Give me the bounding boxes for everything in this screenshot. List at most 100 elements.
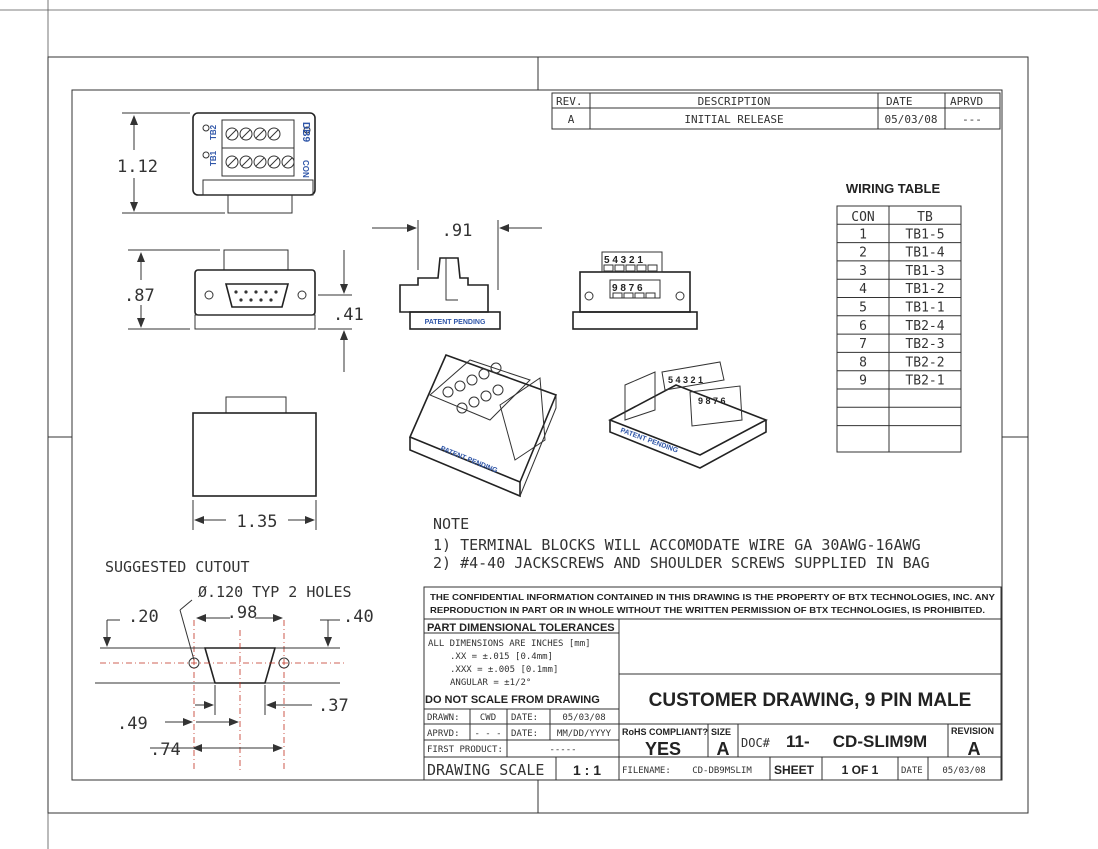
side-view: PATENT PENDING .91 — [372, 220, 542, 330]
size-label: SIZE — [711, 727, 731, 737]
side-width-dim: .91 — [442, 221, 473, 241]
revision-label: REVISION — [951, 726, 994, 736]
front-height-dim: .87 — [124, 286, 155, 306]
tolerance-line-3: .XXX = ±.005 [0.1mm] — [450, 665, 558, 675]
terminal-cell — [634, 292, 645, 299]
terminal-screw — [253, 155, 267, 169]
wiring-con-cell: 3 — [859, 264, 867, 279]
scale-label: DRAWING SCALE — [427, 761, 544, 779]
db9-label: DB9 — [300, 122, 311, 142]
note-1: 1) TERMINAL BLOCKS WILL ACCOMODATE WIRE … — [433, 536, 921, 554]
wiring-tb-cell: TB1-2 — [905, 282, 944, 297]
terminal-screw — [454, 380, 466, 392]
title-block: THE CONFIDENTIAL INFORMATION CONTAINED I… — [423, 586, 1002, 781]
tb1-label: TB1 — [209, 150, 218, 166]
iso-left-patent-label: PATENT PENDING — [439, 445, 499, 474]
terminal-screw — [239, 155, 253, 169]
rohs-label: RoHS COMPLIANT? — [622, 727, 708, 737]
db9-pin — [264, 290, 268, 294]
wiring-tb-cell: TB2-2 — [905, 355, 944, 370]
description-value: INITIAL RELEASE — [684, 113, 783, 126]
db9-pin — [244, 290, 248, 294]
terminal-screw — [478, 368, 490, 380]
filename-value: CD-DB9MSLIM — [692, 766, 752, 776]
confidential-line-1: THE CONFIDENTIAL INFORMATION CONTAINED I… — [430, 592, 995, 602]
aprvd-value: - - - — [474, 729, 501, 739]
terminal-screw — [466, 374, 478, 386]
db9-pin — [259, 298, 263, 302]
sheet-value: 1 OF 1 — [842, 763, 879, 777]
cutout-title: SUGGESTED CUTOUT — [105, 558, 250, 576]
scale-value: 1 : 1 — [573, 762, 601, 778]
iso-tb2-pins: 5 4 3 2 1 — [668, 375, 703, 385]
wiring-header-tb: TB — [917, 210, 933, 225]
aprvd-label: APRVD: — [427, 729, 460, 739]
iso-view-right: 5 4 3 2 1 9 8 7 6 PATENT PENDING — [608, 361, 768, 469]
confidential-line-2: REPRODUCTION IN PART OR IN WHOLE WITHOUT… — [430, 605, 985, 615]
terminal-screw — [468, 396, 480, 408]
rev-header: REV. — [556, 95, 583, 108]
terminal-cell — [636, 264, 647, 272]
terminal-screw — [267, 127, 281, 141]
terminal-screw — [253, 127, 267, 141]
terminal-screw — [225, 127, 239, 141]
wiring-tb-cell: TB2-1 — [905, 374, 944, 389]
iso-view-left: PATENT PENDING — [408, 353, 558, 498]
rev-value: A — [568, 113, 575, 126]
aprvd-date-label: DATE: — [511, 729, 538, 739]
wiring-con-cell: 1 — [859, 227, 867, 242]
terminal-cell — [603, 264, 614, 272]
wiring-con-cell: 2 — [859, 246, 867, 261]
wiring-tb-cell: TB1-3 — [905, 264, 944, 279]
terminal-cell — [623, 292, 634, 299]
cutout-dim-98: .98 — [227, 603, 258, 623]
terminal-screw — [480, 390, 492, 402]
description-header: DESCRIPTION — [698, 95, 771, 108]
db9-pin — [234, 290, 238, 294]
terminal-screw — [281, 155, 295, 169]
wiring-tb-cell: TB1-5 — [905, 227, 944, 242]
doc-label: DOC# — [741, 736, 771, 750]
wiring-table-title: WIRING TABLE — [846, 181, 941, 196]
top-height-dim: 1.12 — [117, 157, 158, 177]
wiring-con-cell: 7 — [859, 337, 867, 352]
revision-value: A — [968, 739, 981, 759]
notes: NOTE 1) TERMINAL BLOCKS WILL ACCOMODATE … — [433, 515, 930, 572]
first-product-label: FIRST PRODUCT: — [427, 745, 503, 755]
con-label: CON — [301, 160, 310, 178]
db9-pin — [274, 290, 278, 294]
terminal-screw — [267, 155, 281, 169]
drawn-date-value: 05/03/08 — [562, 713, 605, 723]
approved-value: --- — [962, 113, 982, 126]
cutout-dim-37: .37 — [318, 696, 349, 716]
doc-number: CD-SLIM9M — [833, 732, 927, 751]
db9-pin — [269, 298, 273, 302]
rohs-value: YES — [645, 739, 681, 759]
sheet-label: SHEET — [774, 763, 815, 777]
size-value: A — [717, 739, 730, 759]
filename-label: FILENAME: — [622, 766, 671, 776]
tb2-label: TB2 — [209, 124, 218, 140]
approved-header: APRVD — [950, 95, 983, 108]
wiring-con-cell: 8 — [859, 355, 867, 370]
revision-block: REV. DESCRIPTION DATE APRVD A INITIAL RE… — [551, 92, 1001, 130]
tolerance-line-1: ALL DIMENSIONS ARE INCHES [mm] — [428, 639, 591, 649]
front-offset-dim: .41 — [333, 305, 364, 325]
top-view: TB2 TB1 DB9 CON 1.12 — [117, 112, 316, 214]
wiring-header-con: CON — [851, 210, 874, 225]
tolerance-title: PART DIMENSIONAL TOLERANCES — [427, 622, 615, 634]
bottom-view: 1.35 — [192, 396, 317, 532]
rear-view: 5 4 3 2 1 9 8 7 6 — [572, 251, 698, 330]
terminal-screw — [225, 155, 239, 169]
terminal-screw — [456, 402, 468, 414]
front-view: .87 .41 — [124, 249, 364, 372]
wiring-tb-cell: TB1-1 — [905, 301, 944, 316]
tolerance-line-4: ANGULAR = ±1/2° — [450, 678, 531, 688]
wiring-con-cell: 4 — [859, 282, 867, 297]
bottom-width-dim: 1.35 — [237, 512, 278, 532]
cutout-dim-20: .20 — [128, 607, 159, 627]
wiring-tb-cell: TB2-4 — [905, 319, 944, 334]
drawn-value: CWD — [480, 713, 496, 723]
rear-tb1-pins: 9 8 7 6 — [612, 283, 643, 294]
